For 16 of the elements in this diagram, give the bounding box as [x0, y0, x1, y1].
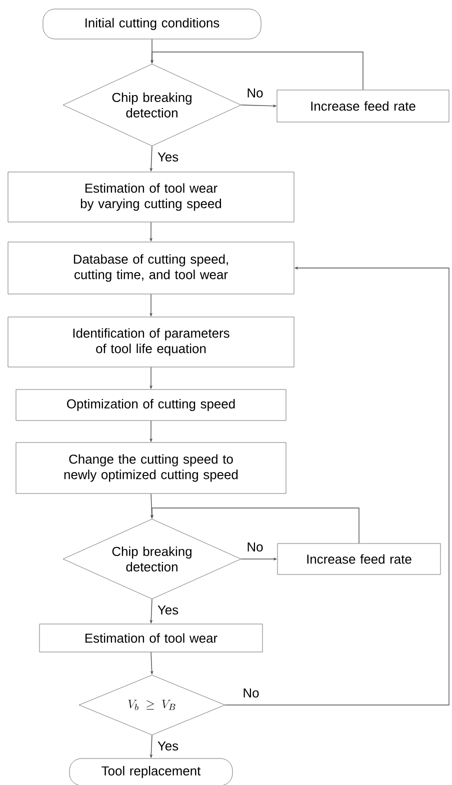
edge-label: No — [246, 88, 264, 99]
edge-label: Yes — [156, 604, 180, 616]
process-box: Estimation of tool wear by varying cutting speed — [8, 172, 294, 222]
edge-label: Yes — [156, 740, 180, 752]
terminal-box: Initial cutting conditions — [42, 8, 262, 40]
process-box: Change the cutting speed to newly optimized cutting speed — [16, 442, 286, 494]
process-box: Database of cutting speed, cutting time, and tool wear — [8, 242, 294, 294]
process-box: Identification of parameters of tool life equation — [8, 316, 294, 368]
edge-label: No — [246, 542, 264, 553]
edge-label: Yes — [156, 152, 180, 163]
process-box: Increase feed rate — [276, 90, 450, 122]
process-box: Estimation of tool wear — [39, 624, 263, 652]
edge-label: No — [242, 687, 260, 699]
process-box: Optimization of cutting speed — [16, 389, 286, 421]
process-box: Increase feed rate — [277, 543, 441, 575]
terminal-box: Tool replacement — [69, 758, 233, 785]
